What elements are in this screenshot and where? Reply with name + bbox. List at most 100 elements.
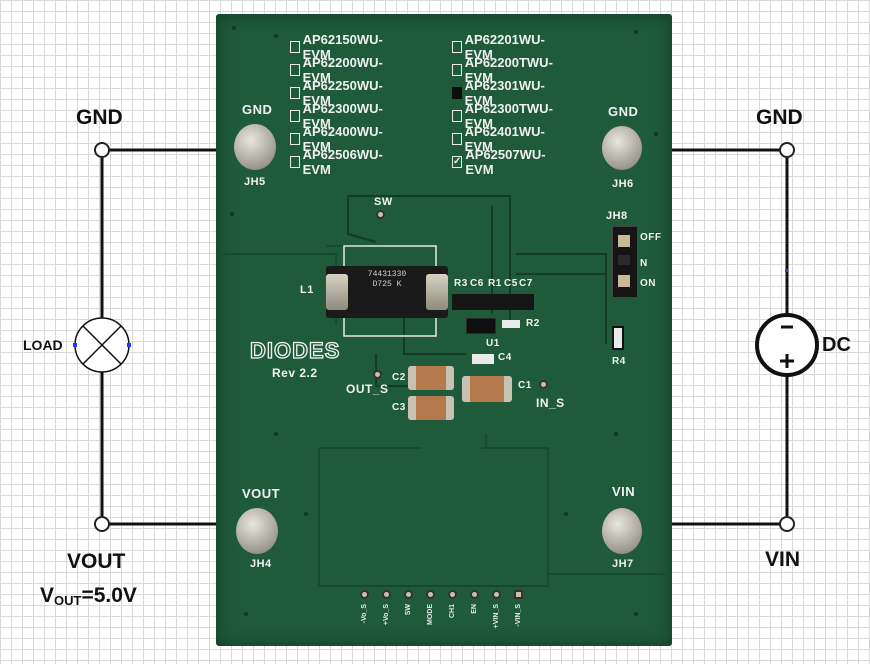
c3-label: C3 <box>392 402 406 413</box>
u1-label: U1 <box>486 338 500 349</box>
out-s-testpoint <box>373 370 382 379</box>
variant-label: AP62300TWU-EVM <box>464 101 553 131</box>
n-label: N <box>640 258 648 269</box>
jh7-post <box>602 508 642 554</box>
header-pin <box>382 590 391 599</box>
variant-checkbox <box>290 110 300 122</box>
variant-item: AP62300TWU-EVM <box>452 101 555 131</box>
off-label: OFF <box>640 232 662 243</box>
dc-source-icon <box>755 269 819 377</box>
variant-item: AP62301WU-EVM <box>452 78 547 108</box>
c2-label: C2 <box>392 372 406 383</box>
variant-checkbox <box>290 64 300 76</box>
header-pin-label: -VIN_S <box>515 604 522 627</box>
vin-terminal <box>779 516 795 532</box>
variant-label: AP62506WU-EVM <box>302 147 383 177</box>
vin-silk: VIN <box>612 484 636 499</box>
sw-testpoint <box>376 210 385 219</box>
header-pin-label: EN <box>471 604 478 614</box>
variant-label: AP62301WU-EVM <box>464 78 545 108</box>
in-s-label: IN_S <box>536 396 565 410</box>
vout-spec-sub: OUT <box>54 593 82 608</box>
variant-item: AP62200TWU-EVM <box>452 55 555 85</box>
header-pin <box>514 590 523 599</box>
r3-label: R3 <box>454 278 468 289</box>
header-pin <box>426 590 435 599</box>
variant-label: AP62200WU-EVM <box>302 55 383 85</box>
inductor-l1: 74431330 D725 K <box>326 266 448 318</box>
load-label: LOAD <box>23 337 63 353</box>
header-pin <box>404 590 413 599</box>
variant-item: AP62150WU-EVM <box>290 32 385 62</box>
jh6-post <box>602 126 642 170</box>
jh7-label: JH7 <box>612 558 634 570</box>
header-pin-label: CH1 <box>449 604 456 619</box>
variant-label: AP62200TWU-EVM <box>464 55 553 85</box>
vout-label: VOUT <box>67 550 126 573</box>
variant-item: AP62506WU-EVM <box>290 147 385 177</box>
variant-label: AP62250WU-EVM <box>302 78 383 108</box>
variant-label: AP62201WU-EVM <box>464 32 545 62</box>
pcb-board: AP62150WU-EVM AP62200WU-EVM AP62250WU-EV… <box>216 14 672 646</box>
resistor-r4 <box>612 326 624 350</box>
vout-spec-value: =5.0V <box>81 584 137 607</box>
variant-checkbox <box>290 156 300 168</box>
in-s-testpoint <box>539 380 548 389</box>
capacitor-c3 <box>408 396 454 420</box>
gnd-right-label: GND <box>756 106 803 129</box>
capacitor-c1 <box>462 376 512 402</box>
jh8-label: JH8 <box>606 210 628 222</box>
r1-label: R1 <box>488 278 502 289</box>
r2-label: R2 <box>526 318 540 329</box>
gnd-left-label: GND <box>76 106 123 129</box>
inductor-marking: 74431330 D725 K <box>354 270 420 314</box>
variant-label: AP62400WU-EVM <box>302 124 383 154</box>
vout-spec-prefix: V <box>40 584 55 607</box>
variant-label: AP62507WU-EVM <box>465 147 546 177</box>
variant-label: AP62150WU-EVM <box>302 32 383 62</box>
passive-array <box>452 294 534 310</box>
c1-label: C1 <box>518 380 532 391</box>
jh4-post <box>236 508 278 554</box>
signal-header: -Vo_S +Vo_S SW MODE CH1 EN +VIN_S -VIN_S <box>358 588 528 638</box>
header-pin <box>470 590 479 599</box>
variant-checkbox <box>290 133 300 145</box>
c6-label: C6 <box>470 278 484 289</box>
capacitor-c2 <box>408 366 454 390</box>
pcb-traces <box>222 26 666 616</box>
r4-label: R4 <box>612 356 626 367</box>
jh8-jumper <box>612 226 638 298</box>
vin-label: VIN <box>765 548 801 571</box>
variant-checkbox <box>290 87 300 99</box>
header-pin <box>492 590 501 599</box>
gnd-right-terminal <box>779 142 795 158</box>
jh4-label: JH4 <box>250 558 272 570</box>
rev-label: Rev 2.2 <box>272 366 318 380</box>
jh5-label: JH5 <box>244 176 266 188</box>
gnd-left-terminal <box>94 142 110 158</box>
header-pin <box>448 590 457 599</box>
resistor-r2 <box>502 320 520 328</box>
variant-checkbox <box>452 41 462 53</box>
diodes-logo: DIODES <box>249 337 341 363</box>
variant-checkbox <box>452 110 462 122</box>
vout-spec: VOUT=5.0V <box>40 584 137 608</box>
inductor-line2: D725 K <box>372 280 402 289</box>
inductor-line1: 74431330 <box>367 270 407 279</box>
dc-label: DC <box>822 334 851 356</box>
l1-label: L1 <box>300 284 314 296</box>
header-pin-label: MODE <box>427 604 434 625</box>
gnd-right-silk: GND <box>608 104 639 119</box>
on-label: ON <box>640 278 656 289</box>
jh5-post <box>234 124 276 170</box>
out-s-label: OUT_S <box>346 382 389 396</box>
gnd-left-silk: GND <box>242 102 273 117</box>
variant-checkbox <box>452 64 462 76</box>
variant-checkbox-filled <box>452 87 462 99</box>
vout-silk: VOUT <box>242 486 281 501</box>
c5-label: C5 <box>504 278 518 289</box>
variant-item: AP62400WU-EVM <box>290 124 385 154</box>
jh6-label: JH6 <box>612 178 634 190</box>
variant-item: AP62401WU-EVM <box>452 124 547 154</box>
